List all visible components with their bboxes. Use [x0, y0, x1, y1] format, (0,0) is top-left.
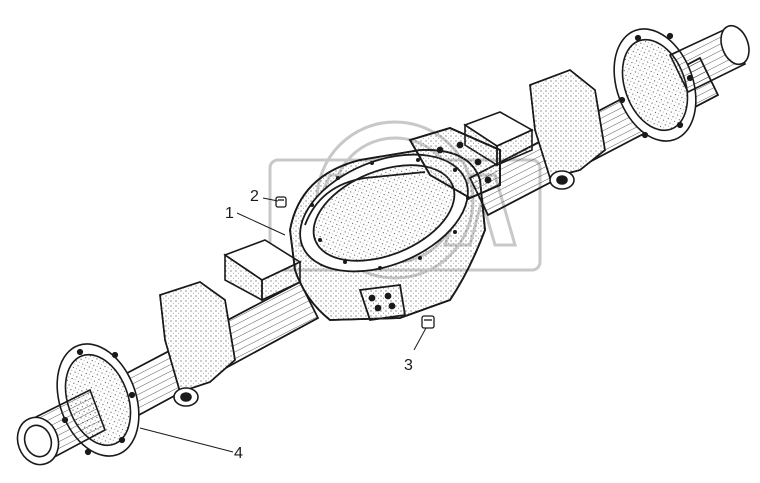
right-spring-seat: [529, 69, 606, 190]
callout-1: 1: [225, 205, 234, 222]
left-axle-spindle: [16, 388, 106, 466]
leader-lines: [139, 197, 427, 453]
left-spring-pad: [223, 239, 302, 302]
housing-bolt-holes: [310, 158, 470, 270]
callout-2: 2: [250, 188, 259, 205]
axle-housing-body: [289, 127, 501, 321]
callout-3: 3: [404, 357, 413, 374]
drain-plug: [421, 315, 435, 329]
callout-4: 4: [234, 445, 243, 462]
left-spring-seat: [159, 281, 236, 407]
breather-valve: [275, 196, 287, 208]
right-axle-spindle: [668, 24, 750, 94]
